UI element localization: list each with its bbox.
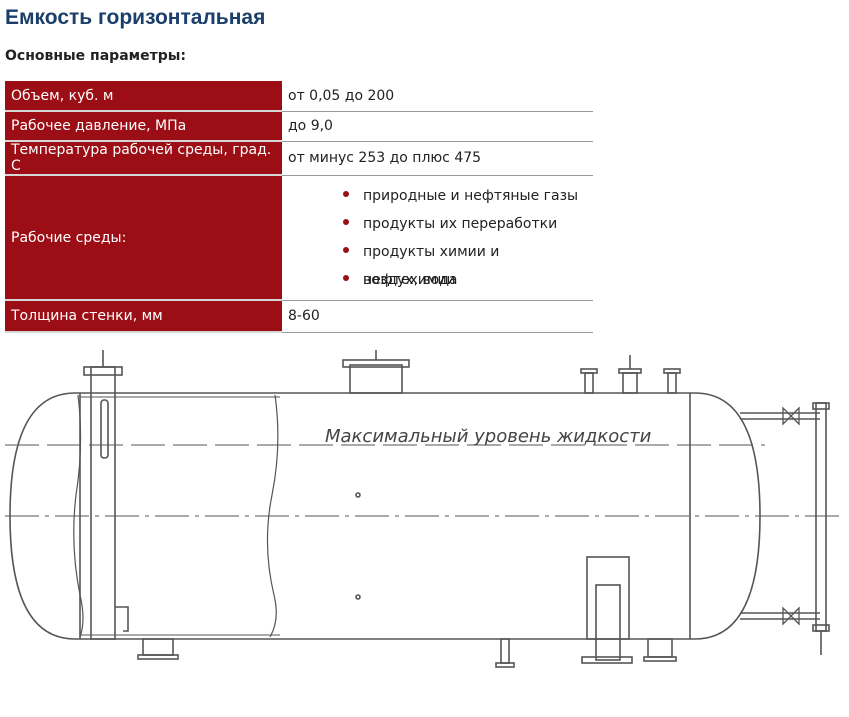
param-value-media: природные и нефтяные газы продукты их пе…	[282, 175, 593, 301]
tank-drawing: Максимальный уровень жидкости	[5, 350, 845, 668]
table-row: Рабочее давление, МПа до 9,0	[5, 111, 593, 142]
top-nozzle	[349, 364, 403, 394]
bottom-nozzle	[647, 638, 673, 658]
parameters-table: Объем, куб. м от 0,05 до 200 Рабочее дав…	[5, 81, 593, 333]
manhole	[586, 556, 630, 640]
list-item: воздух, вода	[343, 266, 587, 294]
pipe-flange	[83, 366, 123, 376]
table-row: Рабочие среды: природные и нефтяные газы…	[5, 175, 593, 301]
list-item: продукты их переработки	[343, 210, 587, 238]
param-value-wall: 8-60	[282, 300, 593, 333]
liquid-level-label: Максимальный уровень жидкости	[325, 426, 652, 447]
section-title: Основные параметры:	[5, 48, 186, 64]
break-line	[266, 394, 279, 638]
param-value-temperature: от минус 253 до плюс 475	[282, 141, 593, 176]
internal-pipe	[90, 366, 116, 640]
param-value-volume: от 0,05 до 200	[282, 81, 593, 112]
bottom-nozzle	[142, 638, 174, 656]
param-label-temperature: Температура рабочей среды, град. С	[5, 141, 282, 176]
param-label-volume: Объем, куб. м	[5, 81, 282, 112]
param-label-media: Рабочие среды:	[5, 175, 282, 301]
list-item: продукты химии и нефтехимии	[343, 238, 587, 288]
valve-icon	[782, 606, 800, 626]
valve-icon	[782, 406, 800, 426]
param-label-pressure: Рабочее давление, МПа	[5, 111, 282, 142]
table-row: Толщина стенки, мм 8-60	[5, 300, 593, 333]
small-nozzle	[622, 372, 638, 394]
table-row: Температура рабочей среды, град. С от ми…	[5, 141, 593, 176]
media-list: природные и нефтяные газы продукты их пе…	[288, 182, 587, 294]
vessel-shell	[9, 392, 761, 640]
page-title: Емкость горизонтальная	[5, 6, 266, 29]
list-item: природные и нефтяные газы	[343, 182, 587, 210]
param-label-wall: Толщина стенки, мм	[5, 300, 282, 333]
small-nozzle	[584, 372, 594, 394]
small-nozzle	[667, 372, 677, 394]
table-row: Объем, куб. м от 0,05 до 200	[5, 81, 593, 112]
param-value-pressure: до 9,0	[282, 111, 593, 142]
level-gauge	[815, 402, 827, 632]
bottom-nozzle	[500, 638, 510, 664]
break-line	[73, 394, 84, 638]
